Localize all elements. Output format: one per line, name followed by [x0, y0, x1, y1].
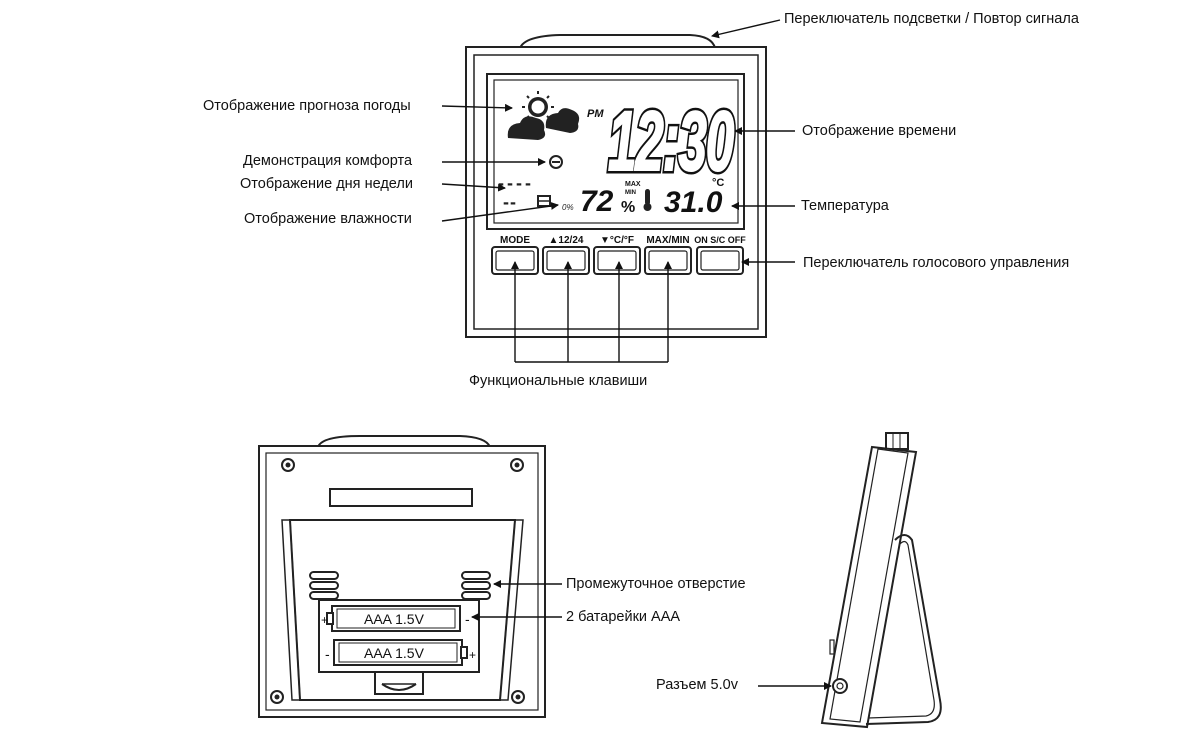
label-temperature: Температура [801, 198, 889, 214]
svg-text:+: + [321, 613, 328, 627]
svg-text:AAA 1.5V: AAA 1.5V [364, 611, 425, 627]
temperature-value: 31.0 [664, 186, 723, 219]
humidity-unit: % [621, 199, 635, 216]
pm-indicator: PM [587, 108, 604, 120]
svg-text:12:30: 12:30 [608, 94, 734, 188]
weekday-marker: -- [503, 192, 517, 212]
label-weekday: Отображение дня недели [240, 176, 413, 192]
label-batteries: 2 батарейки ААА [566, 609, 681, 625]
vent-left [309, 571, 339, 600]
battery-1: AAA 1.5V + - [321, 605, 470, 632]
label-forecast: Отображение прогноза погоды [203, 98, 411, 114]
temperature-unit: °C [712, 177, 724, 189]
celsius-fahrenheit-button[interactable]: ▼°C/°F [593, 235, 641, 275]
label-comfort: Демонстрация комфорта [243, 153, 413, 169]
12-24-button[interactable]: ▲12/24 [542, 235, 590, 275]
button-label: ON S/C OFF [694, 235, 746, 245]
svg-text:+: + [469, 648, 476, 662]
lcd-screen [486, 73, 745, 230]
side-stand [865, 534, 942, 725]
vent-right [461, 571, 491, 600]
back-slot [329, 488, 473, 507]
battery-latch [374, 671, 424, 695]
thermometer-icon [643, 189, 652, 211]
label-backlight: Переключатель подсветки / Повтор сигнала [784, 11, 1079, 27]
screw-icon [270, 458, 525, 704]
label-time: Отображение времени [802, 123, 957, 139]
battery-2: AAA 1.5V - + [325, 639, 476, 666]
max-indicator: MAX [625, 181, 641, 188]
leader-lines [441, 19, 832, 690]
svg-text:-: - [465, 611, 470, 627]
humidity-icon-text: 0% [562, 203, 574, 212]
humidity-value: 72 [580, 185, 614, 218]
button-label: ▼°C/°F [600, 235, 634, 246]
front-view: PM 12:30 12:30 ---- -- 0% 72 % MAX MIN 3… [465, 34, 767, 338]
side-body [820, 445, 918, 729]
voice-switch-button[interactable]: ON S/C OFF [694, 235, 746, 275]
label-voice: Переключатель голосового управления [803, 255, 1070, 271]
min-indicator: MIN [625, 190, 636, 196]
label-function-keys: Функциональные клавиши [469, 373, 648, 389]
svg-text:AAA 1.5V: AAA 1.5V [364, 645, 425, 661]
side-view [820, 432, 942, 729]
label-port: Разъем 5.0v [656, 677, 738, 693]
button-label: MAX/MIN [646, 235, 689, 246]
button-label: ▲12/24 [549, 235, 584, 246]
label-humidity: Отображение влажности [244, 211, 412, 227]
sun-cloud-icon [507, 91, 580, 140]
back-view: AAA 1.5V + - AAA 1.5V - + [258, 435, 546, 718]
svg-text:-: - [325, 646, 330, 662]
button-label: MODE [500, 235, 530, 246]
usb-port [832, 678, 848, 694]
time-display: 12:30 12:30 [605, 91, 740, 192]
function-buttons: MODE ▲12/24 ▼°C/°F MAX/MIN ON S/C OFF [491, 235, 746, 275]
backlight-switch [518, 34, 717, 49]
label-vent: Промежуточное отверстие [566, 576, 746, 592]
svg-text:12:30: 12:30 [608, 94, 734, 188]
weekday-dashes: ---- [498, 173, 534, 193]
smiley-icon [549, 155, 563, 169]
